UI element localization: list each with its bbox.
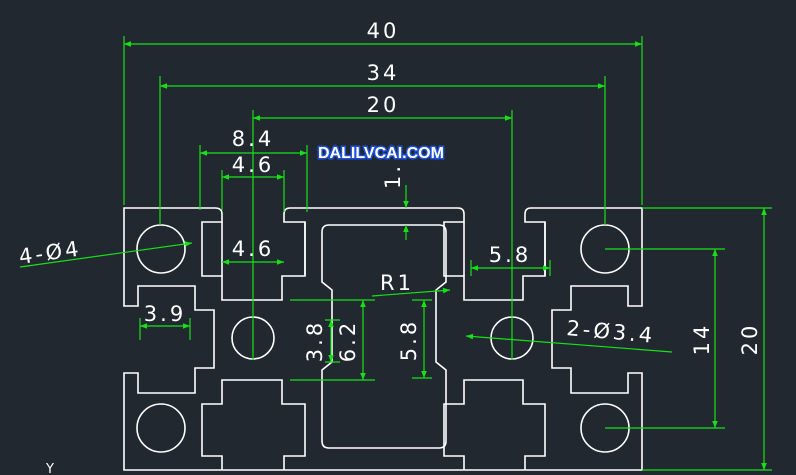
label-40: 40 [367,19,400,43]
leader-r1 [371,287,451,297]
label-20-right: 20 [738,323,762,356]
axis-label-y: Y [45,462,54,475]
label-2-phi-3-4: 2-Ø3.4 [566,316,657,348]
watermark-logo: DALILVCAI.COM [318,145,444,162]
label-4-6-mid: 4.6 [232,237,274,261]
top-slot-left [221,222,306,276]
label-5-8: 5.8 [489,243,531,267]
label-14: 14 [690,323,714,356]
label-4-phi-4: 4-Ø4 [17,236,83,269]
leader-4-phi-4 [19,241,193,268]
label-6-2: 6.2 [336,320,360,362]
bottom-slot-left [201,379,306,470]
label-3-9: 3.9 [144,302,186,326]
label-5-8-vertical: 5.8 [397,319,421,361]
label-3-8: 3.8 [303,320,327,362]
corner-hole-top-left [136,224,186,274]
label-4-6-top: 4.6 [232,153,274,177]
profile-outline [123,207,643,471]
corner-hole-bottom-left [136,403,186,453]
dimension-labels: 40 34 20 8.4 4.6 4.6 5.8 3.9 R1 4-Ø4 2-Ø… [17,19,762,475]
aluminum-profile [123,207,643,471]
label-8-4: 8.4 [232,127,274,151]
label-top-wall: 1. [381,163,405,189]
dimension-lines [19,36,772,471]
leader-2-phi-3-4 [465,333,673,353]
label-34: 34 [367,61,400,85]
label-r1: R1 [380,271,414,295]
central-core [321,224,447,449]
bottom-slot-right [443,379,546,470]
label-20-top: 20 [367,93,400,117]
